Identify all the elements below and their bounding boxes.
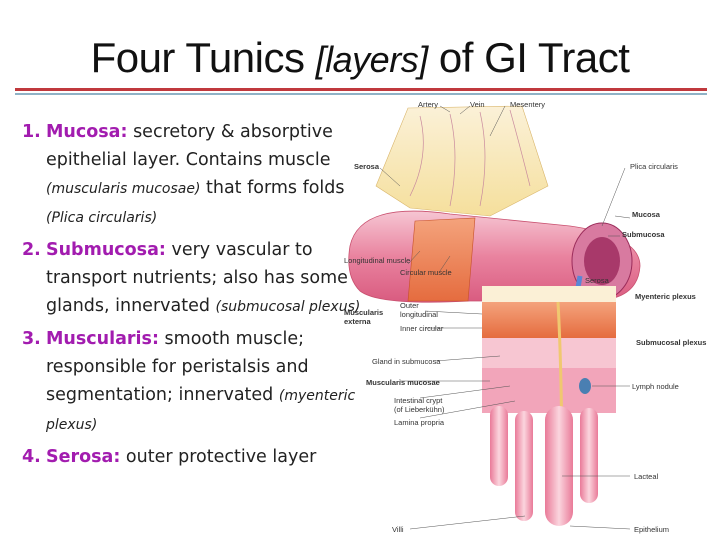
- item-paren: (submucosal plexus): [215, 299, 361, 315]
- label-intestinal-crypt: Intestinal crypt: [394, 396, 443, 405]
- label-submucosal-plexus: Submucosal plexus: [636, 338, 707, 347]
- label-myenteric-plexus: Myenteric plexus: [635, 292, 696, 301]
- item-desc: smooth muscle; responsible for peristals…: [46, 329, 309, 405]
- item-desc-2: that forms folds: [200, 178, 345, 198]
- item-number: 1.: [22, 122, 41, 142]
- label-epithelium: Epithelium: [634, 525, 670, 534]
- list-item-submucosa: 2. Submucosa: very vascular to transport…: [22, 236, 372, 321]
- label-muscularis-externa: Muscularis externa: [344, 308, 384, 326]
- label-lymph-nodule: Lymph nodule: [632, 382, 679, 391]
- item-paren: (muscularis mucosae): [46, 181, 201, 197]
- list-item-mucosa: 1. Mucosa: secretory & absorptive epithe…: [22, 118, 372, 232]
- label-longitudinal-muscle: Longitudinal muscle: [344, 256, 411, 265]
- item-paren: (myenteric plexus): [46, 388, 356, 433]
- label-muscularis-mucosae: Muscularis mucosae: [366, 378, 440, 387]
- item-term: Submucosa:: [46, 240, 166, 260]
- label-villi: Villi: [392, 525, 404, 534]
- title-rule-blue: [15, 93, 707, 95]
- item-number: 3.: [22, 329, 41, 349]
- label-vein: Vein: [470, 100, 485, 109]
- item-term: Muscularis:: [46, 329, 159, 349]
- label-mucosa: Mucosa: [632, 210, 660, 219]
- item-desc: very vascular to transport nutrients; al…: [46, 240, 348, 316]
- label-gland-in-submucosa: Gland in submucosa: [372, 357, 441, 366]
- list-item-muscularis: 3. Muscularis: smooth muscle; responsibl…: [22, 325, 372, 439]
- title-part1: Four Tunics: [90, 34, 316, 81]
- intestine-illustration: [348, 105, 641, 530]
- label-submucosa: Submucosa: [622, 230, 665, 239]
- label-plica-circularis: Plica circularis: [630, 162, 678, 171]
- label-mesentery: Mesentery: [510, 100, 546, 109]
- label-lamina-propria: Lamina propria: [394, 418, 445, 427]
- title-rule-red: [15, 88, 707, 91]
- item-term: Serosa:: [46, 447, 121, 467]
- tunics-list: 1. Mucosa: secretory & absorptive epithe…: [22, 118, 372, 475]
- list-item-serosa: 4. Serosa: outer protective layer: [22, 443, 372, 471]
- item-number: 2.: [22, 240, 41, 260]
- label-intestinal-crypt-sub: (of Lieberkühn): [394, 405, 445, 414]
- label-serosa-top: Serosa: [354, 162, 380, 171]
- label-inner-circular: Inner circular: [400, 324, 444, 333]
- label-lacteal: Lacteal: [634, 472, 659, 481]
- item-desc: outer protective layer: [120, 447, 317, 467]
- title-part2: of GI Tract: [427, 34, 630, 81]
- gi-tract-diagram: Artery Vein Mesentery Serosa Plica circu…: [340, 96, 720, 539]
- item-paren-2: (Plica circularis): [46, 210, 158, 226]
- label-serosa-bottom: Serosa: [585, 276, 609, 285]
- label-outer-longitudinal: Outer longitudinal: [400, 301, 438, 319]
- title-italic: [layers]: [315, 39, 429, 80]
- label-artery: Artery: [418, 100, 439, 109]
- item-number: 4.: [22, 447, 41, 467]
- label-circular-muscle: Circular muscle: [400, 268, 452, 277]
- item-desc: secretory & absorptive epithelial layer.…: [46, 122, 333, 170]
- item-term: Mucosa:: [46, 122, 128, 142]
- slide-title: Four Tunics [layers] of GI Tract: [0, 34, 720, 82]
